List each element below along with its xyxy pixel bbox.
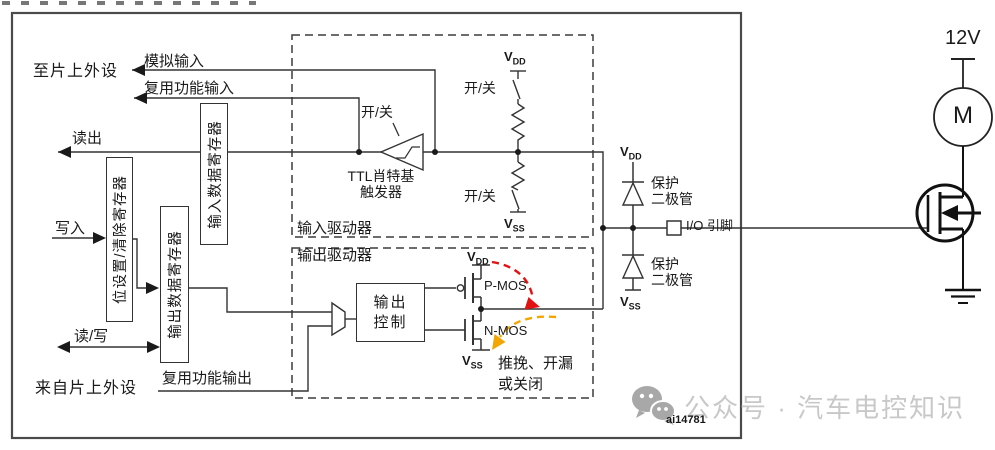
schmitt-label-line1: TTL肖特基 [347, 168, 415, 184]
watermark: 公众号 · 汽车电控知识 [630, 384, 965, 428]
wire-arrowheads [57, 64, 160, 353]
input-data-register-label: 输入数据寄存器 [207, 119, 224, 229]
onoff-label-pulldown: 开/关 [464, 188, 496, 204]
motor-label: M [953, 102, 973, 129]
schmitt-trigger-symbol [379, 122, 424, 172]
vss-label-diode: VSS [620, 294, 641, 312]
output-data-register-box: 输出数据寄存器 [160, 206, 189, 363]
output-data-register-label: 输出数据寄存器 [168, 230, 184, 339]
nmos-label: N-MOS [484, 323, 528, 338]
vss-label-pulldown: VSS [504, 216, 525, 234]
read-out-label: 读出 [72, 130, 103, 147]
wechat-icon [632, 386, 676, 425]
from-onchip-peripherals-label: 来自片上外设 [35, 380, 138, 397]
vdd-label-pullup: VDD [504, 49, 526, 67]
red-current-arrowhead [524, 297, 540, 310]
protection-diode-label-lower: 保护 二极管 [651, 256, 693, 289]
chip-boundary-box [10, 11, 743, 440]
pmos-label: P-MOS [484, 278, 527, 293]
read-write-label: 读/写 [74, 328, 109, 345]
pushpull-current-arrows [491, 260, 557, 350]
supply-voltage-label: 12V [945, 27, 981, 49]
input-driver-dashed-box [291, 34, 594, 238]
red-current-arc [491, 260, 535, 300]
output-control-label-line2: 控制 [373, 313, 408, 331]
pull-up-down-network [510, 70, 526, 213]
vss-label-nmos: VSS [462, 353, 483, 371]
to-onchip-peripherals-label: 至片上外设 [33, 63, 119, 80]
schmitt-trigger-label: TTL肖特基 触发器 [335, 168, 427, 200]
protection-diode-network [621, 162, 645, 291]
output-driver-title: 输出驱动器 [297, 247, 373, 264]
yellow-current-arc [499, 315, 557, 338]
output-mux-symbol [331, 301, 346, 337]
alt-function-input-label: 复用功能输入 [144, 80, 235, 97]
output-driver-dashed-box [291, 247, 594, 399]
alt-function-output-label: 复用功能输出 [162, 370, 253, 387]
input-data-register-box: 输入数据寄存器 [200, 103, 228, 245]
io-pad-square [666, 220, 682, 236]
watermark-text: 公众号 · 汽车电控知识 [684, 392, 966, 423]
vdd-label-pmos: VDD [467, 249, 489, 267]
ground-symbol [945, 288, 981, 304]
bit-set-clear-register-label: 位设置/清除寄存器 [113, 174, 129, 305]
output-control-label-line1: 输出 [373, 293, 408, 311]
analog-input-label: 模拟输入 [144, 53, 205, 70]
output-mode-label-line2: 或关闭 [498, 376, 544, 393]
onoff-label-schmitt: 开/关 [361, 104, 393, 120]
watermark-id: ai14781 [666, 414, 706, 426]
signal-wires [52, 69, 927, 392]
onoff-label-pullup: 开/关 [464, 80, 496, 96]
junction-dots [356, 149, 636, 312]
output-mode-label-line1: 推挽、开漏 [498, 355, 574, 372]
yellow-current-arrowhead [492, 334, 506, 350]
vdd-label-diode: VDD [620, 144, 642, 162]
output-control-box: 输出 控制 [356, 283, 425, 342]
external-supply [951, 58, 975, 88]
io-pin-label: I/O 引脚 [686, 218, 733, 233]
schmitt-label-line2: 触发器 [360, 184, 402, 201]
input-driver-title: 输入驱动器 [297, 220, 373, 237]
protection-diode-label-upper: 保护 二极管 [651, 175, 693, 208]
write-in-label: 写入 [55, 220, 86, 237]
bit-set-clear-register-box: 位设置/清除寄存器 [106, 157, 133, 322]
nmos-symbol [464, 309, 490, 351]
external-mosfet-symbol [915, 146, 981, 290]
